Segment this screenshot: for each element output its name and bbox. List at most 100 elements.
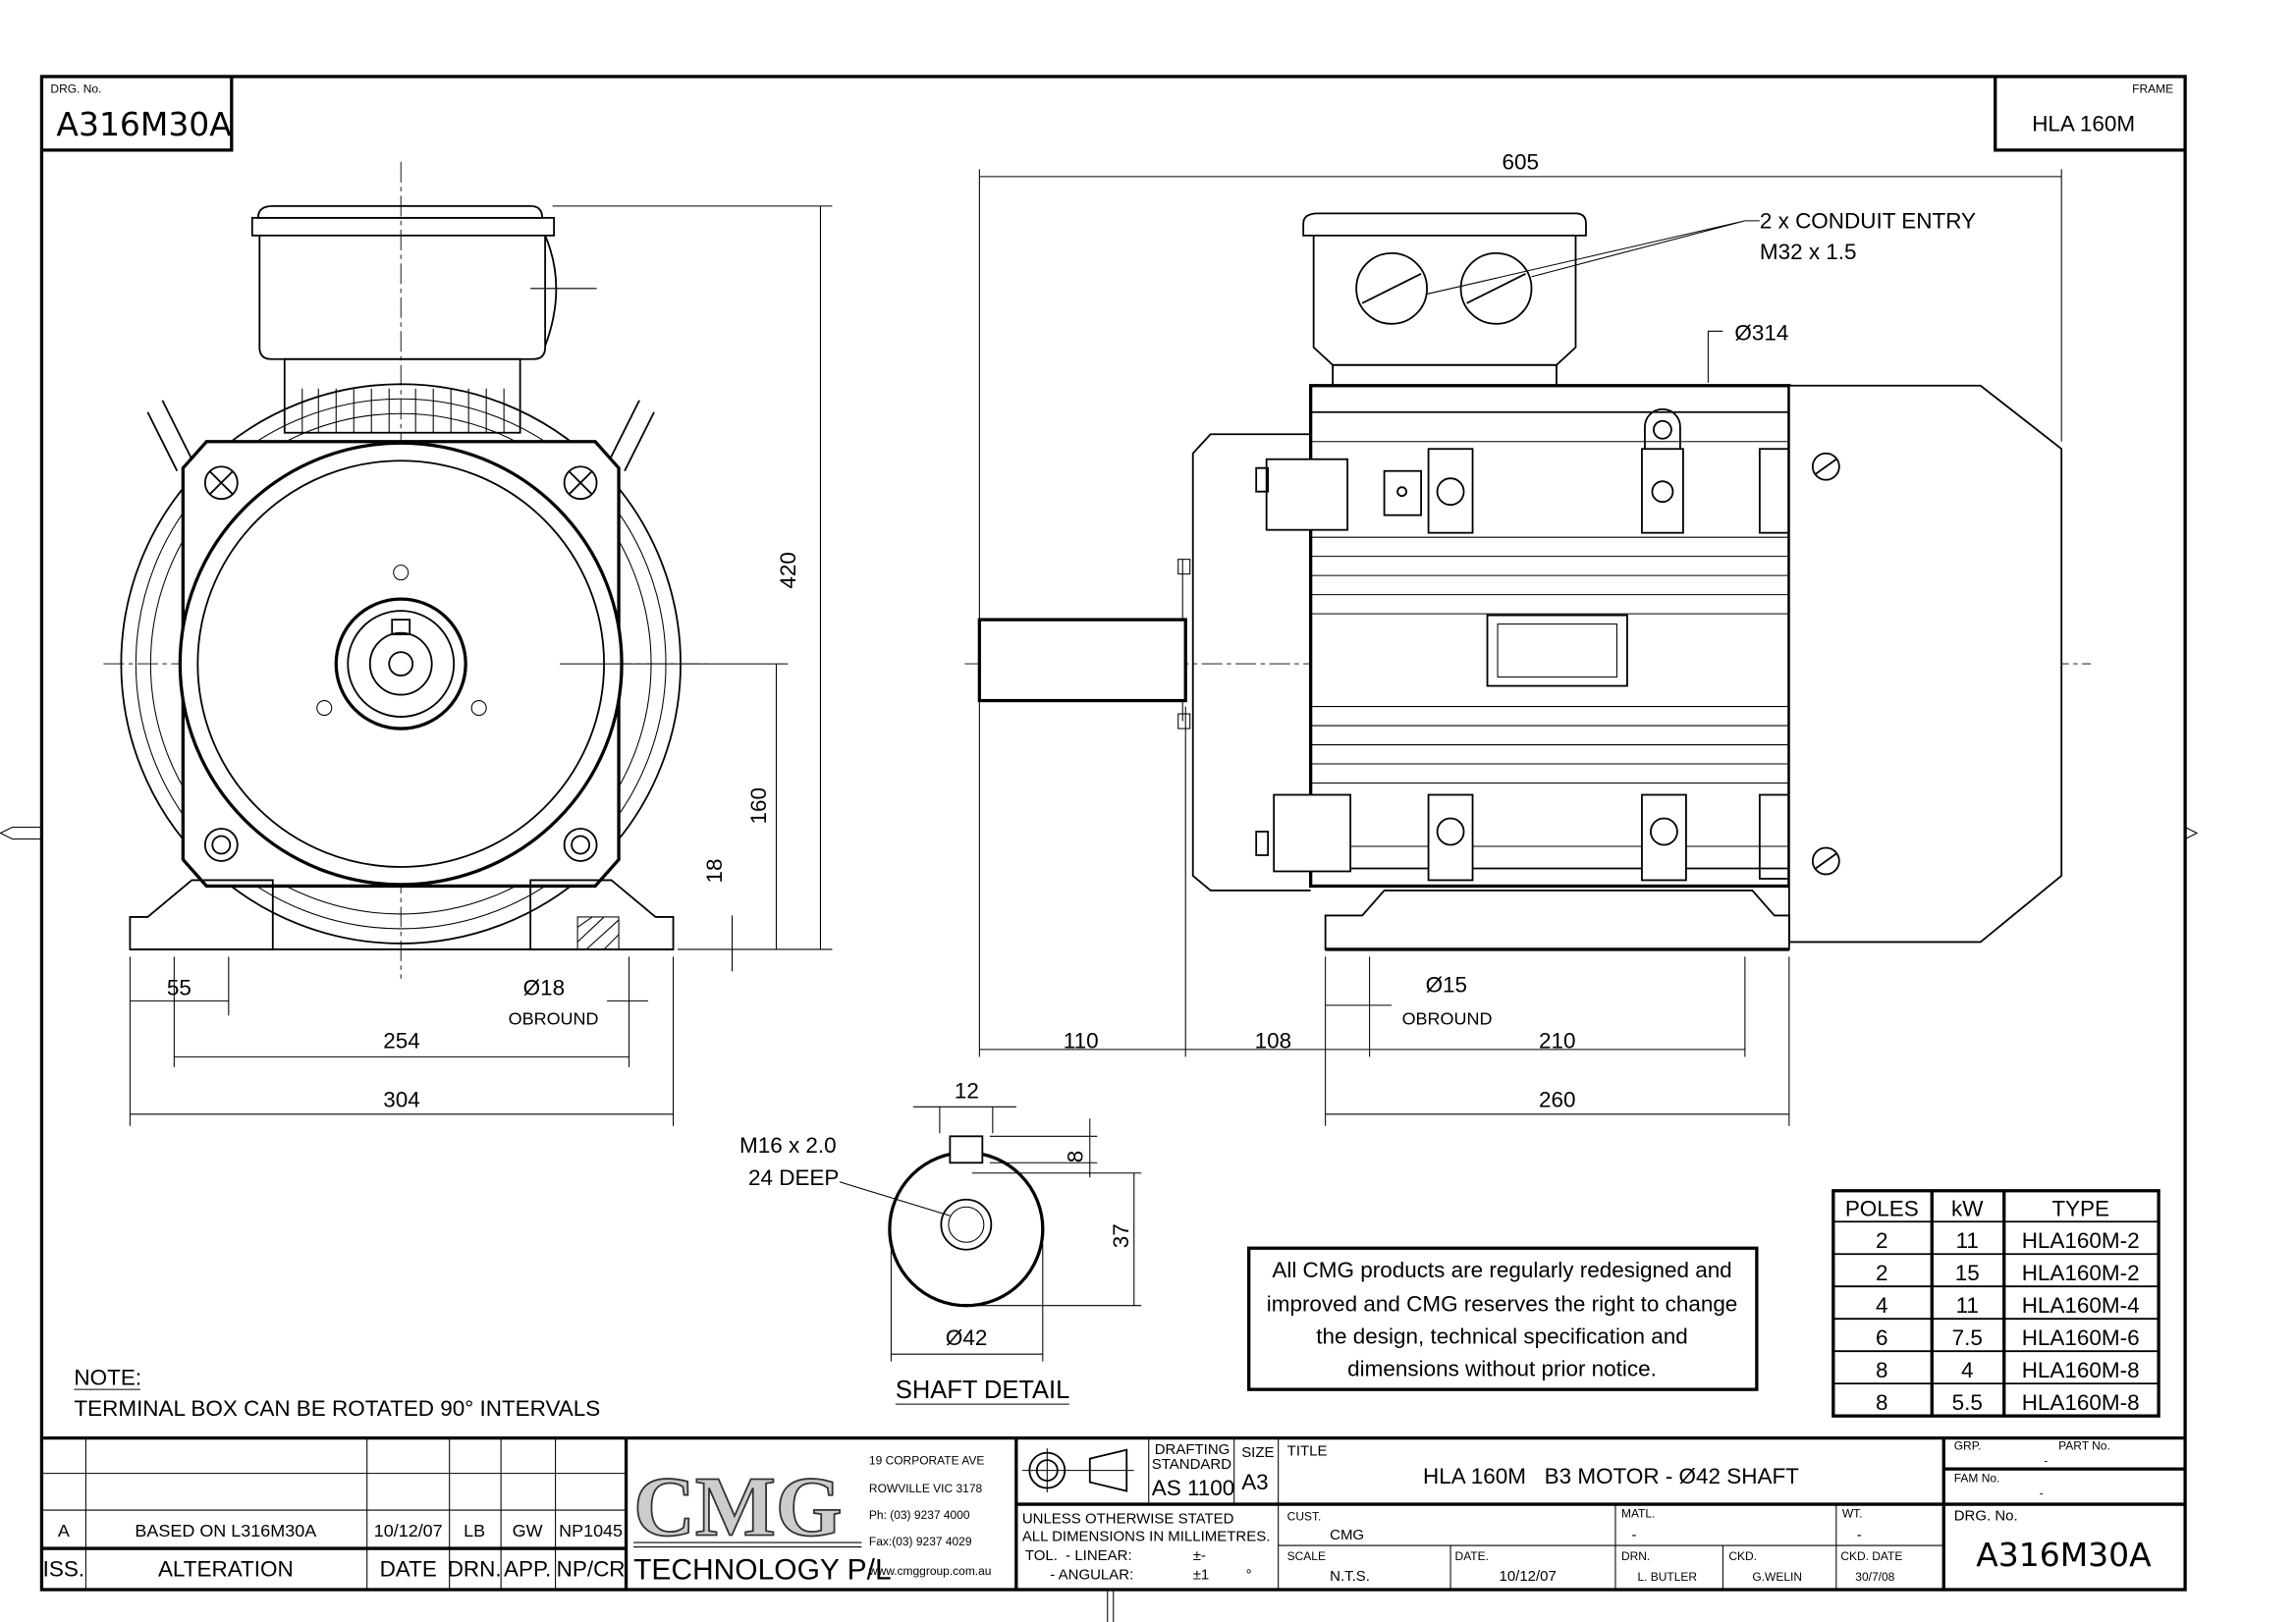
dim-height-420: 420 — [776, 552, 800, 589]
title-block: A BASED ON L316M30A 10/12/07 LB GW NP104… — [41, 1435, 2186, 1591]
date-label: DATE. — [1455, 1549, 1489, 1563]
side-view: 605 2 x CONDUIT ENTRY M32 x 1.5 Ø314 110… — [964, 149, 2092, 1126]
front-view: 420 160 18 55 254 304 Ø18 OBROUND — [103, 161, 833, 1126]
disclaimer-line: improved and CMG reserves the right to c… — [1267, 1292, 1738, 1317]
cell-poles: 2 — [1876, 1228, 1888, 1253]
table-header-kw: kW — [1951, 1196, 1984, 1220]
company-fax: Fax:(03) 9237 4029 — [869, 1535, 972, 1548]
rev-np: NP1045 — [559, 1521, 623, 1541]
hole-type-side: OBROUND — [1402, 1008, 1493, 1028]
disclaimer-line: the design, technical specification and — [1316, 1325, 1687, 1349]
cell-kw: 4 — [1961, 1358, 1974, 1382]
wt-label: WT. — [1842, 1507, 1863, 1521]
rev-alteration: BASED ON L316M30A — [135, 1521, 316, 1541]
dim-key-width-12: 12 — [955, 1078, 979, 1103]
drg-no-label: DRG. No. — [50, 81, 101, 95]
disclaimer-line: dimensions without prior notice. — [1347, 1357, 1657, 1381]
cust-label: CUST. — [1287, 1510, 1322, 1524]
dim-hole-18: Ø18 — [523, 975, 565, 1000]
rev-date: 10/12/07 — [374, 1521, 443, 1541]
cell-type: HLA160M-4 — [2022, 1293, 2140, 1318]
cell-kw: 15 — [1955, 1261, 1980, 1285]
disclaimer-line: All CMG products are regularly redesigne… — [1272, 1258, 1731, 1282]
cell-poles: 8 — [1876, 1358, 1888, 1382]
units-note: UNLESS OTHERWISE STATED — [1022, 1511, 1234, 1528]
cell-type: HLA160M-6 — [2022, 1325, 2140, 1350]
ckd-date-label: CKD. DATE — [1840, 1549, 1902, 1563]
cell-type: HLA160M-2 — [2022, 1228, 2140, 1253]
company-suburb: ROWVILLE VIC 3178 — [869, 1482, 983, 1495]
frame-box: FRAME HLA 160M — [1994, 76, 2186, 152]
dim-key-depth-8: 8 — [1063, 1151, 1087, 1163]
tol-angular-unit: ° — [1246, 1567, 1252, 1584]
disclaimer-box: All CMG products are regularly redesigne… — [1247, 1246, 1759, 1391]
dim-shaft-diameter-42: Ø42 — [946, 1325, 987, 1350]
thread-depth: 24 DEEP — [748, 1165, 839, 1190]
rev-header: DRN. — [448, 1557, 502, 1582]
cell-poles: 8 — [1876, 1390, 1888, 1415]
company-phone: Ph: (03) 9237 4000 — [869, 1508, 970, 1522]
dim-base-260: 260 — [1539, 1087, 1576, 1111]
thread-size: M16 x 2.0 — [739, 1133, 837, 1158]
front-dimensions — [129, 205, 833, 1126]
note-heading: NOTE: — [74, 1366, 141, 1390]
projection-symbol-icon — [1021, 1448, 1134, 1493]
material: - — [1631, 1527, 1636, 1543]
sheet-size: A3 — [1241, 1470, 1268, 1494]
rev-app: GW — [513, 1521, 543, 1541]
dim-hole-centres-210: 210 — [1539, 1028, 1576, 1053]
cell-poles: 6 — [1876, 1325, 1888, 1350]
frame-label: FRAME — [2132, 81, 2173, 95]
customer: CMG — [1330, 1527, 1364, 1543]
cell-kw: 5.5 — [1952, 1390, 1983, 1415]
shaft-detail: 12 8 37 Ø42 M16 x 2.0 24 DEEP SHAFT DETA… — [739, 1078, 1142, 1405]
note-text: TERMINAL BOX CAN BE ROTATED 90° INTERVAL… — [74, 1396, 600, 1421]
cell-type: HLA160M-8 — [2022, 1358, 2140, 1382]
revision-headers: ISS. ALTERATION DATE DRN. APP. NP/CR — [43, 1557, 626, 1582]
drafting-label: DRAFTING — [1155, 1441, 1230, 1458]
dim-foot-18: 18 — [702, 858, 727, 883]
fam-no-label: FAM No. — [1954, 1472, 2000, 1486]
cell-poles: 4 — [1876, 1293, 1888, 1318]
shaft-detail-title: SHAFT DETAIL — [896, 1377, 1069, 1404]
table-header-poles: POLES — [1845, 1196, 1919, 1220]
company-name: TECHNOLOGY P/L — [633, 1554, 892, 1587]
hole-type-front: OBROUND — [509, 1008, 599, 1028]
company-address: 19 CORPORATE AVE — [869, 1454, 984, 1468]
tol-angular-label: - ANGULAR: — [1050, 1567, 1133, 1584]
dim-shoulder-108: 108 — [1255, 1028, 1292, 1053]
dim-shaft-110: 110 — [1064, 1028, 1099, 1053]
drn-label: DRN. — [1621, 1549, 1650, 1563]
side-dimensions — [978, 169, 2062, 1126]
dim-foot-width-55: 55 — [167, 975, 191, 1000]
part-no-label: PART No. — [2058, 1439, 2110, 1453]
rev-header: APP. — [504, 1557, 551, 1582]
part-no: - — [2044, 1454, 2048, 1468]
size-label: SIZE — [1241, 1444, 1274, 1461]
conduit-thread-label: M32 x 1.5 — [1760, 240, 1857, 264]
scale: N.T.S. — [1330, 1568, 1370, 1585]
cell-type: HLA160M-2 — [2022, 1261, 2140, 1285]
table-header-type: TYPE — [2051, 1196, 2109, 1220]
tol-linear-label: TOL. - LINEAR: — [1025, 1547, 1132, 1564]
dim-diameter-314: Ø314 — [1734, 320, 1788, 345]
dim-hole-15: Ø15 — [1426, 972, 1467, 997]
drawn-by: L. BUTLER — [1637, 1570, 1697, 1584]
dim-shaft-height-160: 160 — [746, 787, 771, 825]
fam-no: - — [2040, 1487, 2044, 1500]
table-row: 8 4 HLA160M-8 — [1876, 1358, 2140, 1382]
table-row: 6 7.5 HLA160M-6 — [1876, 1325, 2140, 1350]
revision-row: A BASED ON L316M30A 10/12/07 LB GW NP104… — [58, 1521, 623, 1541]
rev-header: ALTERATION — [158, 1557, 294, 1582]
rev-header: DATE — [380, 1557, 437, 1582]
drawing-title: HLA 160M B3 MOTOR - Ø42 SHAFT — [1423, 1464, 1799, 1488]
dim-hole-centres-254: 254 — [383, 1028, 420, 1053]
cell-kw: 11 — [1956, 1228, 1979, 1253]
tol-linear: ±- — [1193, 1547, 1206, 1564]
cell-kw: 7.5 — [1952, 1325, 1983, 1350]
drg-no-bottom: A316M30A — [1976, 1536, 2152, 1574]
frame-value: HLA 160M — [2032, 111, 2135, 135]
